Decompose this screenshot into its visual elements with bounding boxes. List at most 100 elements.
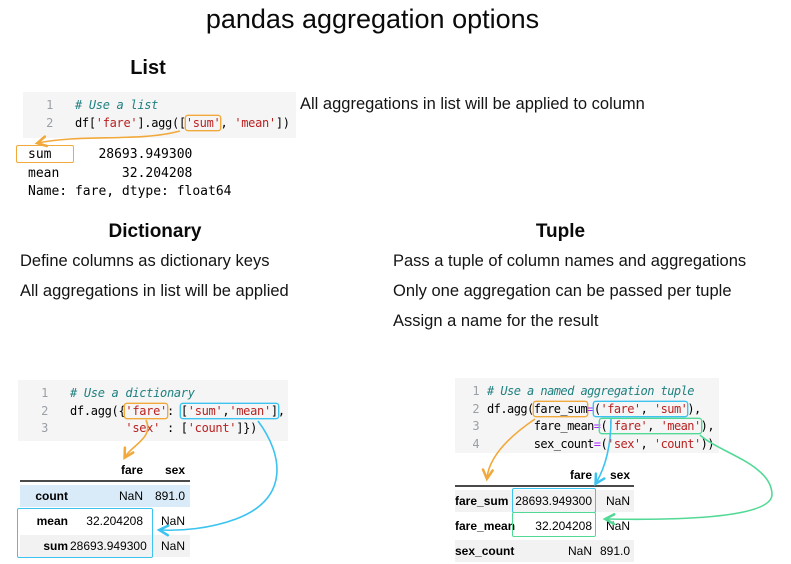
list-note: All aggregations in list will be applied… xyxy=(300,95,645,113)
code-token: )) xyxy=(700,436,715,451)
output-line: mean 32.204208 xyxy=(28,165,193,181)
dictionary-bullet: Define columns as dictionary keys xyxy=(20,252,270,270)
code-token xyxy=(70,421,125,435)
line-number: 1 xyxy=(46,98,53,112)
code-token: : [ xyxy=(160,421,188,435)
code-text: df.agg(fare_sum=('fare', 'sum'), xyxy=(487,401,701,419)
cell-fare: 28693.949300 xyxy=(515,494,592,508)
string-token: 'sum' xyxy=(653,401,688,416)
column-header: sex xyxy=(164,463,185,477)
cell-sex: 891.0 xyxy=(154,489,185,503)
code-token: , xyxy=(640,436,654,451)
list-code-block: 1 # Use a list 2 df['fare'].agg(['sum', … xyxy=(23,92,296,138)
code-line: 2 df.agg(fare_sum=('fare', 'sum'), xyxy=(455,401,719,419)
dictionary-section-heading: Dictionary xyxy=(108,221,202,242)
dictionary-code-block: 1 # Use a dictionary 2 df.agg({'fare': [… xyxy=(18,380,288,441)
tuple-code-block: 1 # Use a named aggregation tuple 2 df.a… xyxy=(455,378,719,453)
tuple-section-heading: Tuple xyxy=(535,221,586,242)
line-number: 1 xyxy=(472,384,479,398)
table-header-row: fare sex xyxy=(20,461,190,479)
code-token: [ xyxy=(180,403,188,418)
column-header: fare xyxy=(120,463,143,477)
code-token: ]) xyxy=(275,115,290,130)
line-number: 3 xyxy=(41,421,48,435)
code-token: , xyxy=(277,403,285,418)
fare-key-highlight-orange: 'fare' xyxy=(125,403,167,418)
sum-highlight-orange: 'sum' xyxy=(185,115,221,130)
code-text: 'sex' : ['count']}) xyxy=(70,420,257,438)
output-line: Name: fare, dtype: float64 xyxy=(28,184,232,199)
tuple-output-table: fare sex fare_sum 28693.949300 NaN fare_… xyxy=(455,466,634,562)
cell-sex: NaN xyxy=(160,539,185,553)
page-title: pandas aggregation options xyxy=(205,4,540,34)
dictionary-bullet: All aggregations in list will be applied xyxy=(20,282,289,300)
output-line: sum 28693.949300 xyxy=(28,147,193,162)
code-token: , xyxy=(647,419,661,433)
line-number: 2 xyxy=(46,115,53,130)
tuple-bullet: Only one aggregation can be passed per t… xyxy=(393,282,732,300)
code-token: ( xyxy=(593,401,601,416)
row-index: sex_count xyxy=(455,544,515,558)
code-token: , xyxy=(220,115,235,130)
list-output-text: sum 28693.949300 mean 32.204208 Name: fa… xyxy=(28,146,232,202)
code-token: fare_mean xyxy=(487,419,595,433)
line-number: 1 xyxy=(41,386,48,400)
string-token: 'fare' xyxy=(600,401,642,416)
code-line: 3 'sex' : ['count']}) xyxy=(18,420,288,438)
code-token: : xyxy=(166,403,181,418)
code-line: 1 # Use a named aggregation tuple xyxy=(455,383,719,401)
cell-fare: 32.204208 xyxy=(535,519,592,533)
line-number: 2 xyxy=(472,401,479,416)
code-line: 3 fare_mean=('fare', 'mean'), xyxy=(455,418,719,436)
table-header-divider xyxy=(20,480,190,482)
table-row: sex_count NaN 891.0 xyxy=(455,540,634,562)
code-line: 1 # Use a list xyxy=(23,97,296,115)
table-header-divider xyxy=(455,485,634,487)
code-text: df.agg({'fare': ['sum','mean'], xyxy=(70,403,285,421)
code-line: 1 # Use a dictionary xyxy=(18,385,288,403)
operator-token: = xyxy=(587,401,594,416)
code-token: ].agg([ xyxy=(137,115,186,130)
code-token: df.agg( xyxy=(487,401,534,416)
code-token: df[ xyxy=(75,115,96,130)
column-header: sex xyxy=(609,468,630,482)
column-header: fare xyxy=(569,468,592,482)
cell-fare: NaN xyxy=(567,544,592,558)
cell-sex: 891.0 xyxy=(599,544,630,558)
code-line: 2 df['fare'].agg(['sum', 'mean']) xyxy=(23,115,296,133)
fare-sum-cell-highlight-box-cyan xyxy=(512,488,596,513)
code-text: sex_count=('sex', 'count')) xyxy=(487,436,715,454)
string-token: 'mean' xyxy=(660,419,702,433)
string-token: 'count' xyxy=(653,436,701,451)
comment-token: # Use a list xyxy=(75,98,159,112)
code-line: 4 sex_count=('sex', 'count')) xyxy=(455,436,719,454)
code-token: ), xyxy=(700,419,715,433)
code-line: 2 df.agg({'fare': ['sum','mean'], xyxy=(18,403,288,421)
code-token: sex_count xyxy=(487,436,595,451)
code-token: ] xyxy=(270,403,278,418)
table-header-row: fare sex xyxy=(455,466,634,484)
fare-sum-name-highlight-orange: fare_sum xyxy=(533,401,588,416)
cell-fare: NaN xyxy=(118,489,143,503)
string-token: 'fare' xyxy=(95,115,138,130)
comment-token: # Use a named aggregation tuple xyxy=(487,384,694,398)
code-text: fare_mean=('fare', 'mean'), xyxy=(487,418,715,436)
cell-fare: 32.204208 xyxy=(86,514,143,528)
row-index: fare_mean xyxy=(455,519,516,533)
string-token: 'sex' xyxy=(125,421,161,435)
agg-list-highlight-cyan: ['sum','mean'] xyxy=(181,404,278,418)
tuple-bullet: Pass a tuple of column names and aggrega… xyxy=(393,252,747,270)
dict-table-highlight-box-cyan xyxy=(17,508,153,558)
cell-fare: 28693.949300 xyxy=(70,539,147,553)
list-section-heading: List xyxy=(130,57,166,79)
code-token: , xyxy=(640,401,654,416)
fare-sum-tuple-highlight-cyan: ('fare', 'sum' xyxy=(593,401,688,416)
string-token: 'count' xyxy=(187,421,237,435)
code-text: df['fare'].agg(['sum', 'mean']) xyxy=(75,115,290,133)
string-token: 'fare' xyxy=(607,419,648,433)
string-token: 'sum' xyxy=(187,403,223,418)
row-index: fare_sum xyxy=(455,494,509,508)
code-token: , xyxy=(222,403,230,418)
table-row: fare_sum 28693.949300 NaN xyxy=(455,490,634,512)
fare-mean-cell-highlight-box-green xyxy=(512,512,596,537)
